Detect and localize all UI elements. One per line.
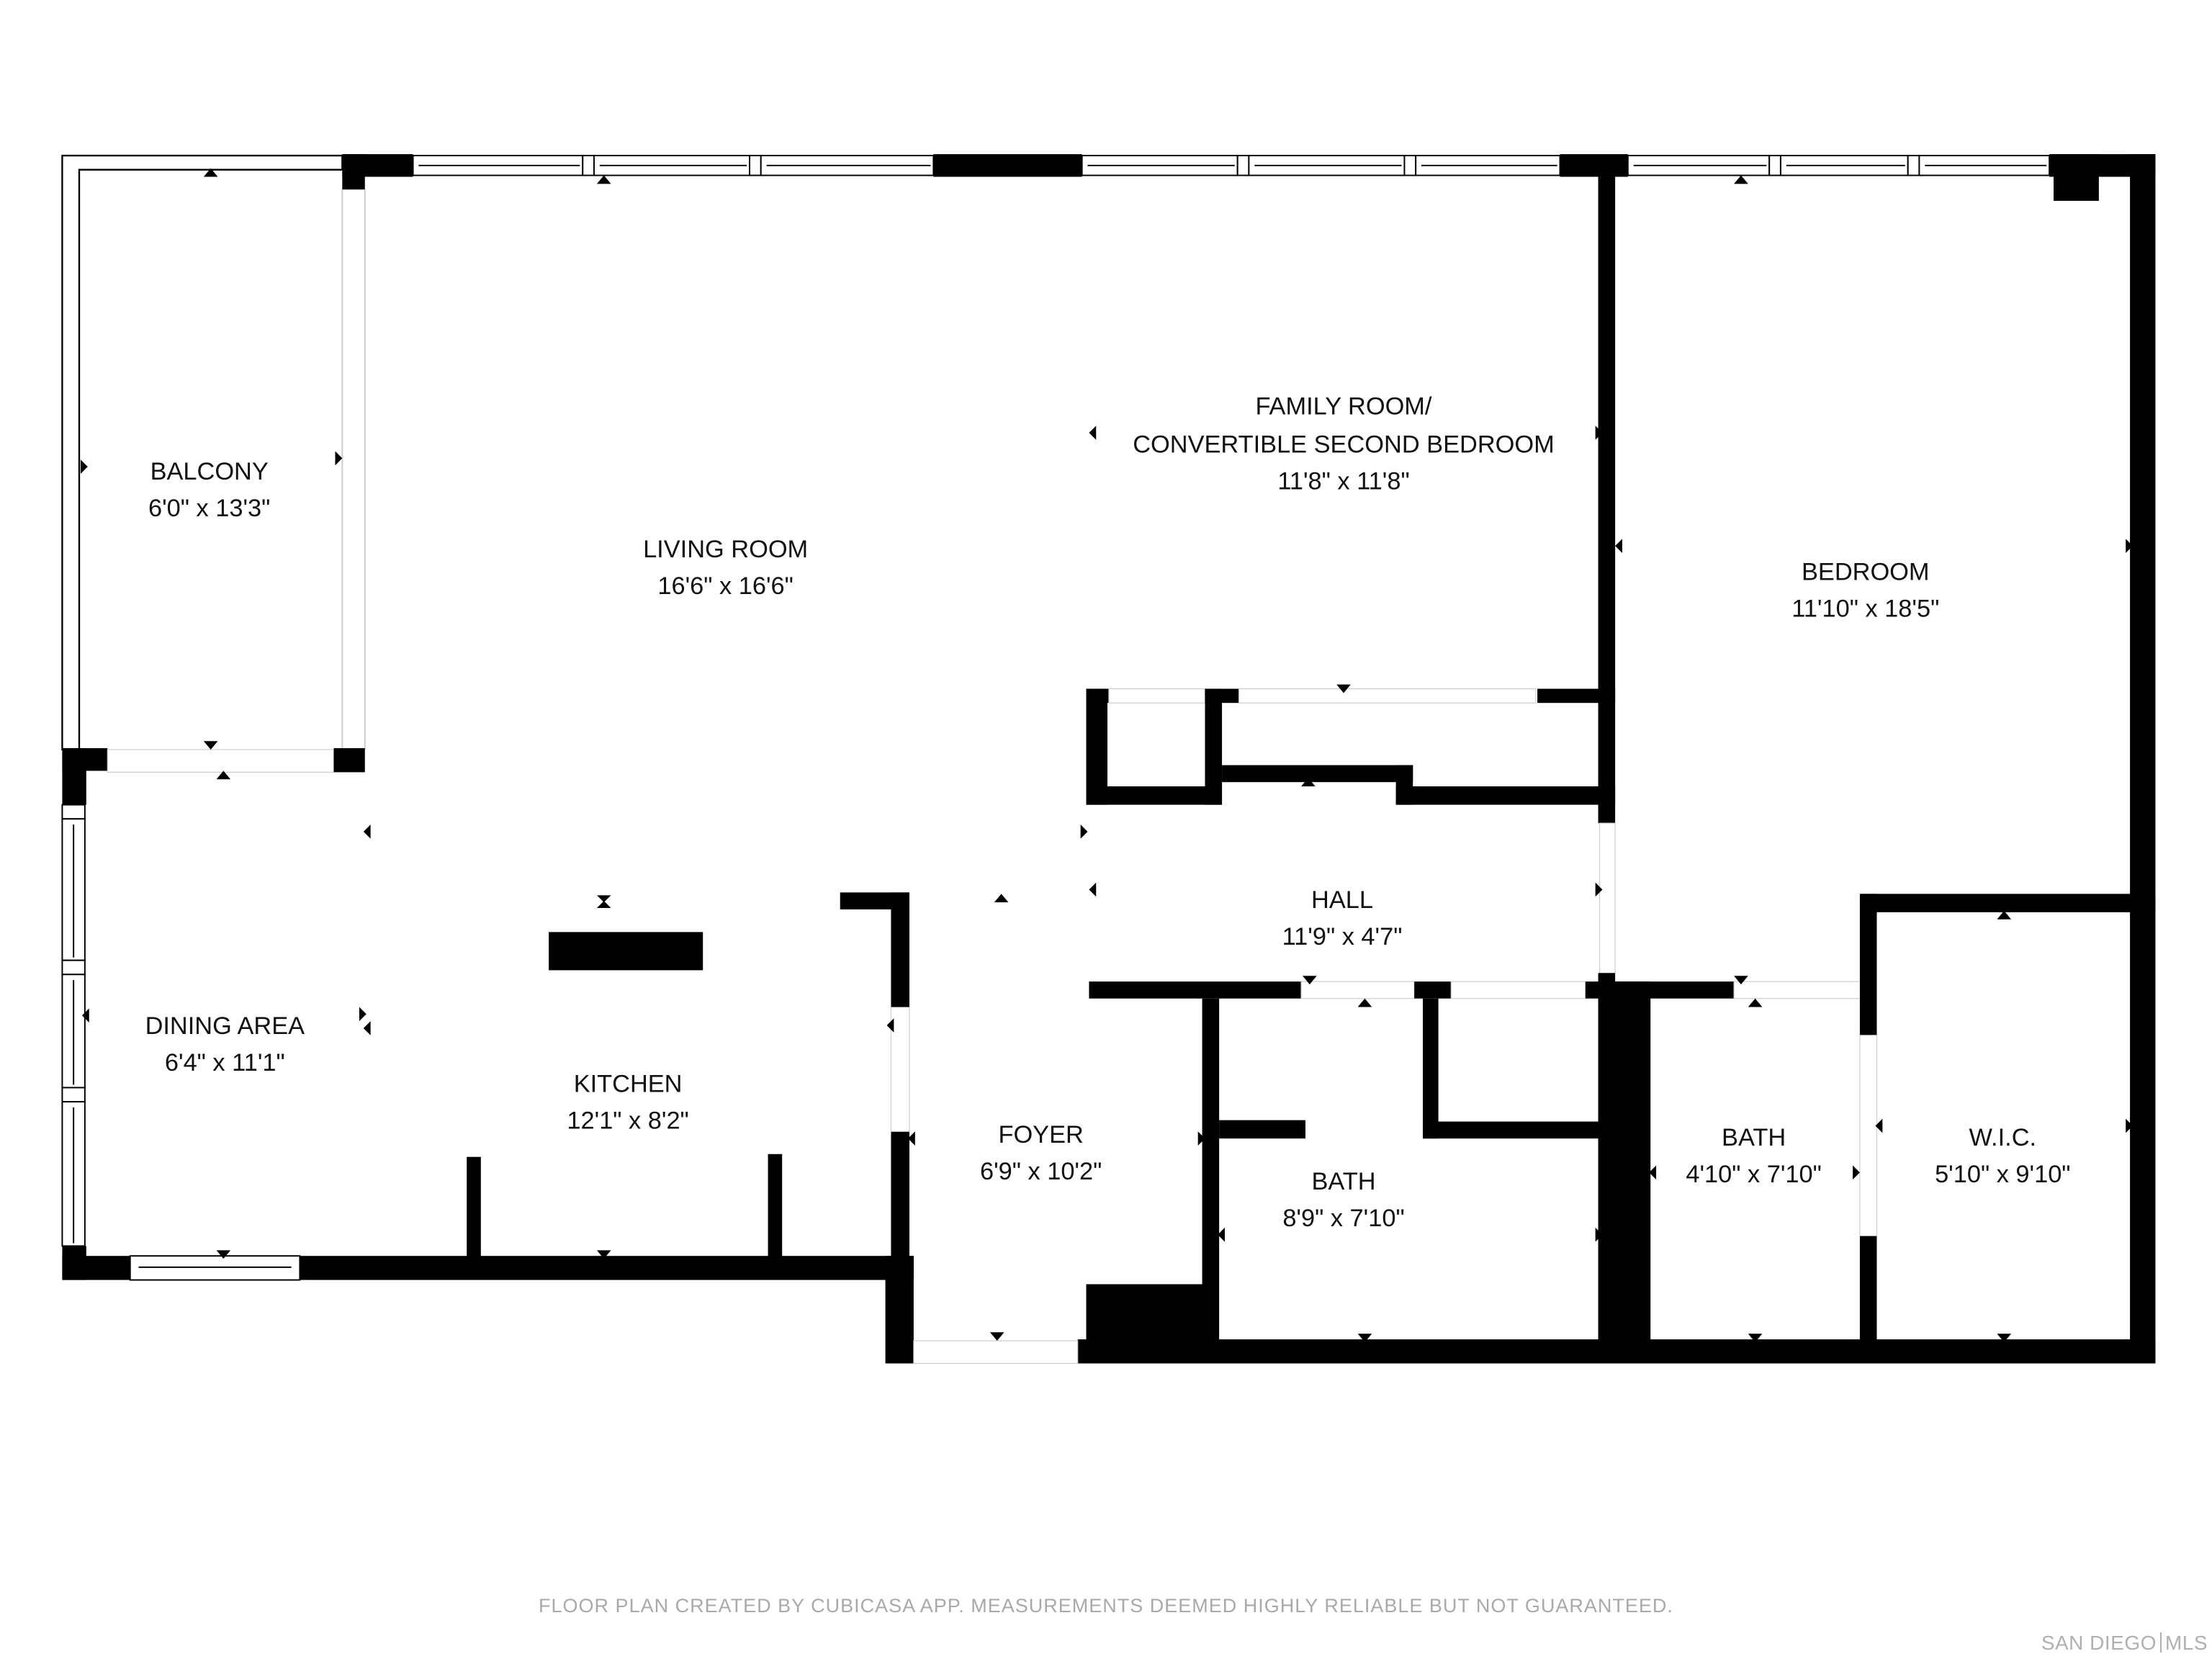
room-dimensions: 6'0" x 13'3" <box>148 495 270 522</box>
room-label: BEDROOM <box>1802 558 1930 585</box>
room-hall: HALL 11'9" x 4'7" <box>1282 886 1403 950</box>
san-diego-mls-logo: SAN DIEGO MLS <box>2041 1632 2208 1655</box>
kitchen-foyer-opening <box>890 1006 910 1132</box>
logo-divider <box>2159 1632 2162 1653</box>
foyer-closet-block <box>1086 1284 1217 1364</box>
room-label: FOYER <box>998 1121 1083 1148</box>
room-family-room: FAMILY ROOM/ CONVERTIBLE SECOND BEDROOM … <box>1133 393 1554 495</box>
room-dimensions: 11'8" x 11'8" <box>1277 468 1409 495</box>
family-room-closets <box>1086 176 1616 824</box>
room-label: LIVING ROOM <box>643 536 808 563</box>
room-balcony: BALCONY 6'0" x 13'3" <box>148 458 270 522</box>
room-dimensions: 6'9" x 10'2" <box>980 1158 1102 1185</box>
right-wall <box>2130 154 2156 1364</box>
room-label: FAMILY ROOM/ <box>1255 393 1431 421</box>
room-wic: W.I.C. 5'10" x 9'10" <box>1935 1124 2070 1188</box>
logo-text-right: MLS <box>2164 1632 2208 1654</box>
room-dimensions: 5'10" x 9'10" <box>1935 1161 2070 1188</box>
room-dimensions: 11'10" x 18'5" <box>1791 595 1939 622</box>
dimension-markers <box>80 168 2134 1343</box>
room-label-line2: CONVERTIBLE SECOND BEDROOM <box>1133 431 1554 459</box>
room-foyer: FOYER 6'9" x 10'2" <box>980 1121 1102 1185</box>
room-label: W.I.C. <box>1969 1124 2037 1151</box>
room-dimensions: 8'9" x 7'10" <box>1282 1205 1404 1232</box>
room-dimensions: 4'10" x 7'10" <box>1686 1161 1821 1188</box>
room-dimensions: 6'4" x 11'1" <box>165 1049 285 1076</box>
room-dimensions: 11'9" x 4'7" <box>1282 923 1403 950</box>
kitchen-island <box>549 932 703 971</box>
logo-text-left: SAN DIEGO <box>2041 1632 2157 1654</box>
disclaimer-text: FLOOR PLAN CREATED BY CUBICASA APP. MEAS… <box>539 1595 1673 1617</box>
room-dining-area: DINING AREA 6'4" x 11'1" <box>145 1012 305 1076</box>
room-label: KITCHEN <box>574 1070 683 1097</box>
room-label: BALCONY <box>150 458 269 485</box>
room-bath-ensuite: BATH 4'10" x 7'10" <box>1686 1124 1821 1188</box>
room-label: DINING AREA <box>145 1012 305 1040</box>
room-kitchen: KITCHEN 12'1" x 8'2" <box>567 1070 688 1134</box>
room-living-room: LIVING ROOM 16'6" x 16'6" <box>643 536 808 600</box>
room-label: HALL <box>1311 886 1373 914</box>
room-bath-main: BATH 8'9" x 7'10" <box>1282 1168 1404 1232</box>
balcony-railing <box>61 154 366 751</box>
left-wall <box>61 748 365 1280</box>
entry-door[interactable] <box>913 1340 1079 1364</box>
room-label: BATH <box>1311 1168 1375 1195</box>
room-dimensions: 12'1" x 8'2" <box>567 1107 688 1134</box>
top-wall <box>342 154 2156 201</box>
room-bedroom: BEDROOM 11'10" x 18'5" <box>1791 558 1939 622</box>
room-dimensions: 16'6" x 16'6" <box>657 572 793 600</box>
room-label: BATH <box>1722 1124 1786 1151</box>
